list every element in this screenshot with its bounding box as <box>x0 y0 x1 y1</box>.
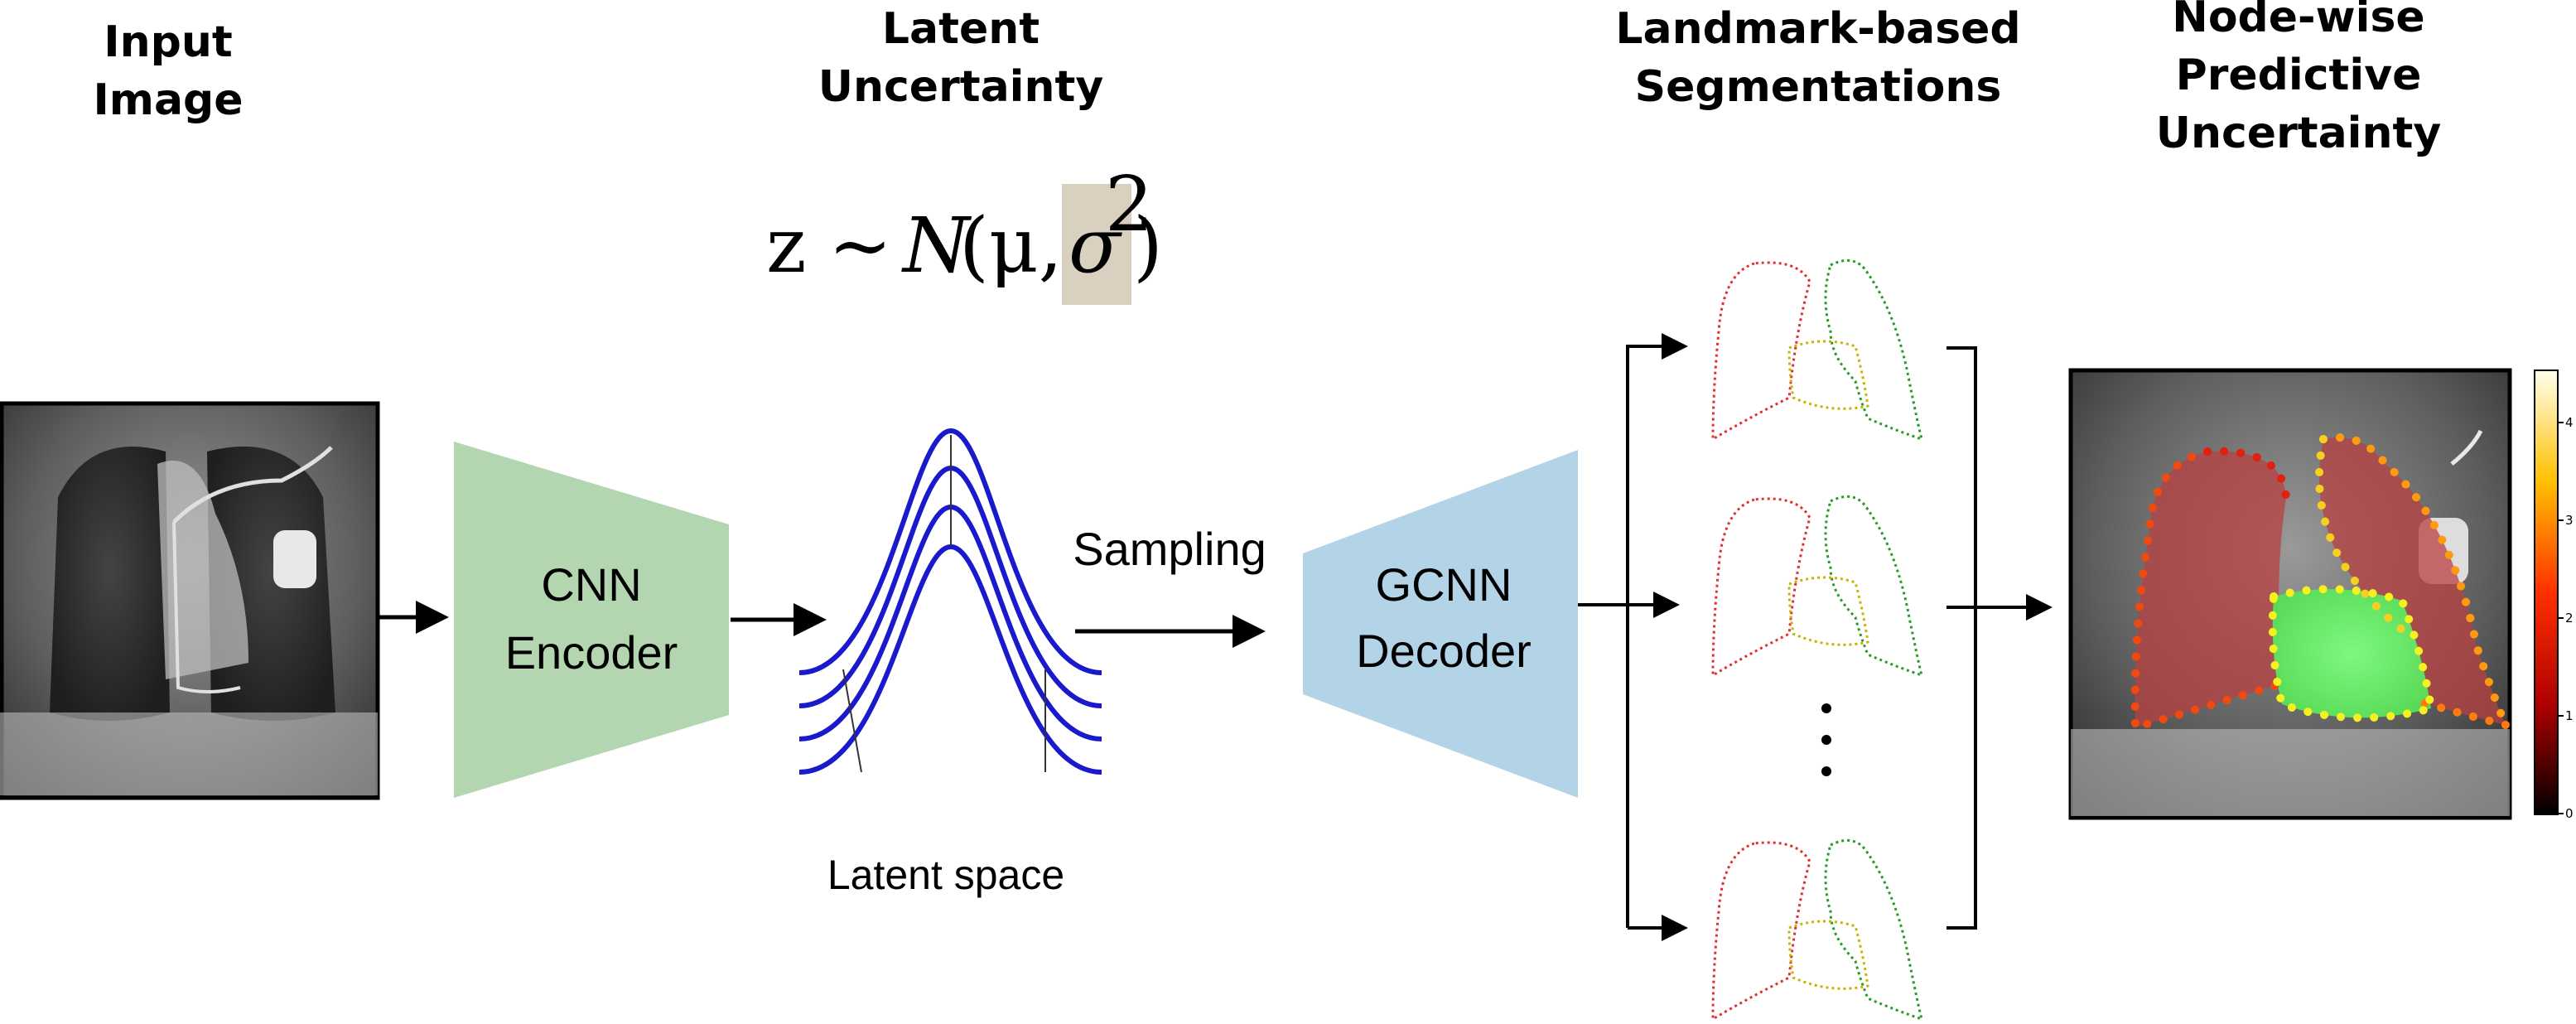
encoder-trapezoid <box>454 442 729 798</box>
gaussian-curve <box>798 427 1102 675</box>
header-predictive-uncertainty: Node-wise Predictive Uncertainty <box>2156 0 2442 158</box>
decoder-trapezoid <box>1303 450 1578 798</box>
left-lung-region <box>2319 437 2506 725</box>
collect-bracket <box>1946 346 1977 930</box>
header-landmark-segmentations: Landmark-based Segmentations <box>1615 4 2020 112</box>
encoder-label: Encoder <box>505 626 678 679</box>
right-lung-outline <box>1711 261 1811 442</box>
decoder-label: GCNN <box>1376 558 1512 611</box>
latent-space-caption: Latent space <box>827 852 1064 898</box>
formula-normal: N <box>901 201 972 290</box>
header-line: Input <box>104 17 232 67</box>
sigma-highlight <box>1062 184 1131 305</box>
header-line: Uncertainty <box>2156 109 2442 158</box>
cnn-encoder-block: CNN Encoder <box>454 442 729 798</box>
header-line: Predictive <box>2176 51 2422 100</box>
flow-arrows <box>378 601 1266 648</box>
arrow-icon <box>1626 333 1688 928</box>
header-line: Image <box>93 75 243 125</box>
branch-arrows <box>1578 333 2053 941</box>
sample-lines <box>842 435 1046 773</box>
left-lung-outline <box>1824 258 1924 442</box>
sampling-label: Sampling <box>1073 523 1266 575</box>
latent-formula: z ~ N (μ, σ 2 ) <box>766 160 1163 305</box>
vertical-ellipsis-icon <box>1821 703 1831 776</box>
segmentation-outline <box>1711 495 1923 677</box>
formula-mu: (μ, <box>959 201 1063 290</box>
header-line: Landmark-based <box>1615 4 2020 54</box>
input-xray-image <box>0 401 380 800</box>
gaussian-curve <box>798 543 1102 775</box>
header-latent-uncertainty: Latent Uncertainty <box>818 4 1104 112</box>
header-line: Node-wise <box>2172 0 2424 42</box>
segmentation-outline <box>1711 258 1924 442</box>
header-input-image: Input Image <box>93 17 243 125</box>
formula-close: ) <box>1133 201 1163 290</box>
colorbar-tick-label: 0 <box>2565 806 2574 821</box>
formula-exponent: 2 <box>1105 160 1154 249</box>
formula-sigma: σ <box>1069 201 1122 290</box>
gcnn-decoder-block: GCNN Decoder <box>1303 450 1578 798</box>
formula-z: z <box>766 201 806 290</box>
uncertainty-colorbar: 4 3 2 1 0 <box>2534 370 2574 821</box>
encoder-label: CNN <box>541 558 641 611</box>
colorbar-tick-label: 4 <box>2565 415 2574 430</box>
header-line: Latent <box>882 4 1040 54</box>
output-uncertainty-image <box>2068 368 2512 820</box>
header-line: Segmentations <box>1635 62 2002 112</box>
colorbar-tick-label: 2 <box>2565 611 2574 626</box>
decoder-label: Decoder <box>1356 625 1532 677</box>
header-line: Uncertainty <box>818 62 1104 112</box>
heart-outline <box>1787 340 1869 410</box>
formula-sim: ~ <box>828 201 892 290</box>
heart-region <box>2272 589 2431 718</box>
right-lung-region <box>2135 451 2286 727</box>
segmentation-outline <box>1711 838 1923 1021</box>
colorbar-tick-label: 3 <box>2565 513 2574 528</box>
colorbar-tick-label: 1 <box>2565 708 2574 723</box>
